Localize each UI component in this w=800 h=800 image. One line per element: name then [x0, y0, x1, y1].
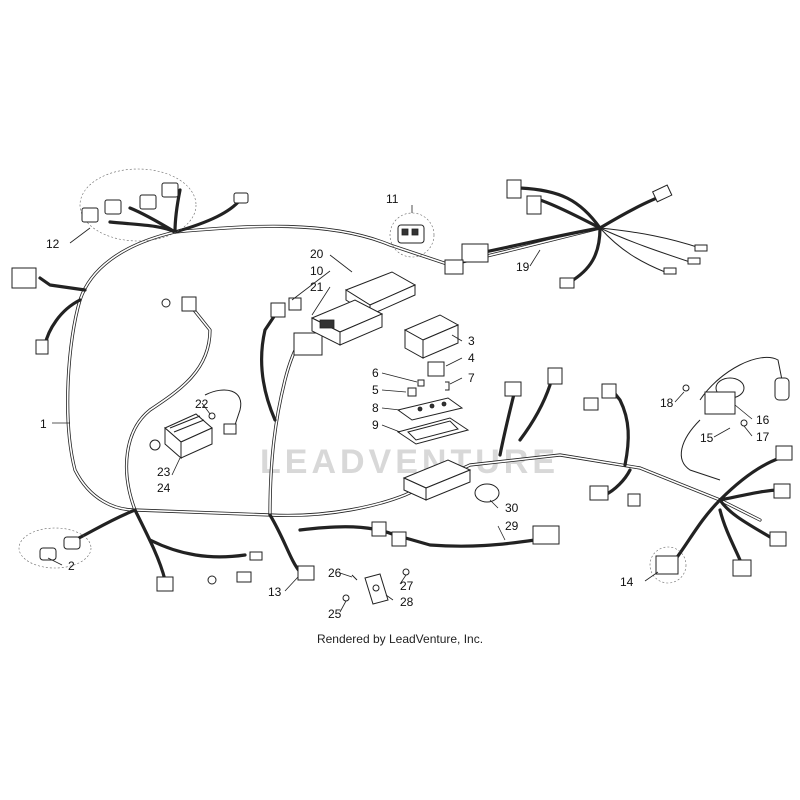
callout-10: 10: [310, 264, 324, 278]
part-2: [18, 527, 92, 569]
connector-left-top: [11, 267, 37, 289]
callout-2: 2: [68, 559, 75, 573]
fuse-box-base: [402, 459, 472, 501]
callout-21: 21: [310, 280, 324, 294]
leader-lines: [47, 205, 753, 613]
harness-19: [444, 179, 708, 289]
part-17-nut: [740, 419, 748, 427]
terminal-19b: [687, 257, 701, 265]
regulator-wire: [204, 389, 242, 426]
part-12-connectors: [79, 168, 249, 242]
part-27-nut: [402, 568, 410, 576]
callout-labels: 1 2 3 4 5 6 7 8 9 10 11 12 13 14 15 16 1…: [40, 192, 770, 621]
part-30-clamp: [474, 483, 500, 503]
callout-4: 4: [468, 351, 475, 365]
connector-right-a: [583, 397, 599, 411]
callout-5: 5: [372, 383, 379, 397]
part-10: [288, 297, 302, 311]
callout-17: 17: [756, 430, 770, 444]
terminal-19a: [694, 244, 708, 252]
part-18-bolt: [682, 384, 690, 392]
part-21-module: [310, 299, 384, 346]
callout-9: 9: [372, 418, 379, 432]
part-14-outline: [649, 546, 687, 584]
callout-12: 12: [46, 237, 60, 251]
terminal-19c: [663, 267, 677, 275]
connector-10a: [270, 302, 286, 318]
callout-14: 14: [620, 575, 634, 589]
connector-lower-mid-a: [236, 571, 252, 583]
part-8-fuse-panel: [396, 397, 464, 421]
connector-10b: [293, 332, 323, 356]
connector-right-c: [589, 485, 609, 501]
part-3-cover: [403, 314, 460, 359]
part-4-relay: [427, 361, 445, 377]
part-29-connector: [532, 525, 560, 545]
callout-1: 1: [40, 417, 47, 431]
connector-19c: [651, 184, 673, 203]
footer-credit: Rendered by LeadVenture, Inc.: [316, 632, 484, 646]
callout-27: 27: [400, 579, 414, 593]
part-26-washer: [351, 574, 358, 581]
connector-19a: [506, 179, 522, 199]
callout-20: 20: [310, 247, 324, 261]
connector-far-right-a: [775, 445, 793, 461]
part-25-screw: [342, 594, 350, 602]
callout-15: 15: [700, 431, 714, 445]
connector-lower-right: [732, 559, 752, 577]
connector-29b: [391, 531, 407, 547]
callout-8: 8: [372, 401, 379, 415]
part-13-connector: [297, 565, 315, 581]
part-28-bracket: [364, 573, 389, 605]
ring-terminal-upper: [161, 298, 171, 308]
connector-left-mid: [35, 339, 49, 355]
connector-mid-b: [547, 367, 563, 385]
callout-6: 6: [372, 366, 379, 380]
callout-28: 28: [400, 595, 414, 609]
connector-right-d: [627, 493, 641, 507]
part-7-clip: [445, 381, 450, 391]
callout-29: 29: [505, 519, 519, 533]
callout-22: 22: [195, 397, 209, 411]
main-harness: [38, 188, 782, 582]
part-11-connector: [389, 212, 435, 258]
callout-16: 16: [756, 413, 770, 427]
part-22-bolt: [208, 412, 216, 420]
connector-19b: [526, 195, 542, 215]
connector-mid-a: [504, 381, 522, 397]
callout-11: 11: [386, 192, 399, 206]
callout-23: 23: [157, 465, 171, 479]
part-14-connector: [655, 555, 679, 575]
connector-lower-left: [156, 576, 174, 592]
callout-26: 26: [328, 566, 342, 580]
callout-13: 13: [268, 585, 282, 599]
callout-25: 25: [328, 607, 342, 621]
callout-3: 3: [468, 334, 475, 348]
callout-7: 7: [468, 371, 475, 385]
part-23-nut: [149, 439, 161, 451]
connector-19d: [559, 277, 575, 289]
connector-right-b: [601, 383, 617, 399]
callout-30: 30: [505, 501, 519, 515]
callout-19: 19: [516, 260, 530, 274]
part-9-gasket: [396, 417, 470, 445]
connector-far-right-c: [769, 531, 787, 547]
callout-18: 18: [660, 396, 674, 410]
connector-upper-mid: [181, 296, 197, 312]
part-24-regulator: [164, 413, 213, 460]
part-6-fuse: [417, 379, 425, 387]
connector-19f: [444, 259, 464, 275]
connector-29a: [371, 521, 387, 537]
connector-far-right-b: [773, 483, 791, 499]
part-16-coil: [680, 356, 790, 481]
callout-24: 24: [157, 481, 171, 495]
regulator-connector: [223, 423, 237, 435]
connector-19e: [461, 243, 489, 263]
connector-lower-mid-b: [249, 551, 263, 561]
part-5-fuse: [407, 387, 417, 397]
ring-terminal-lower: [207, 575, 217, 585]
